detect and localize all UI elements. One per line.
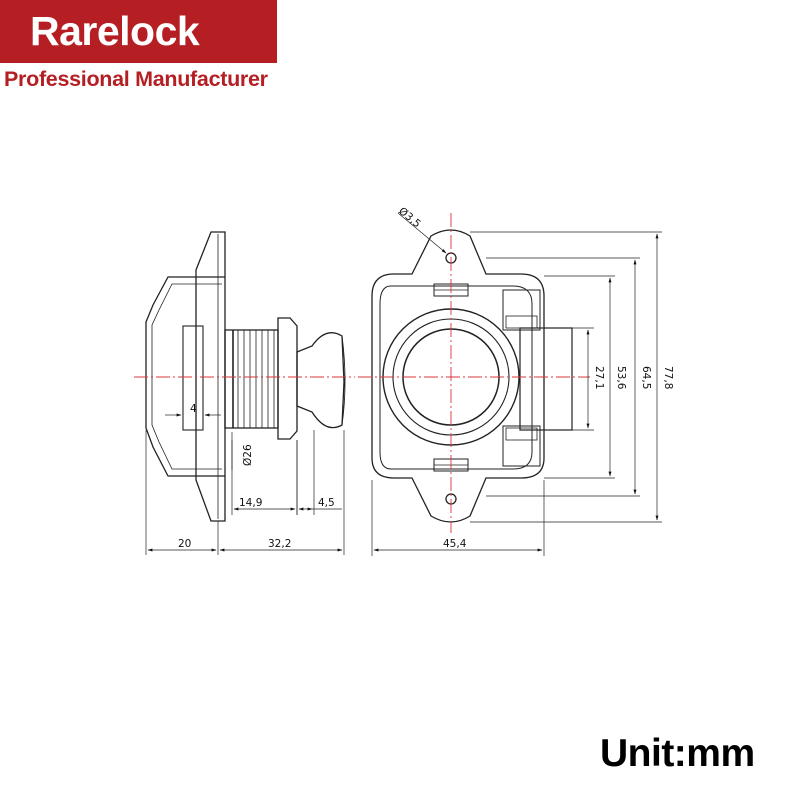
- unit-label: Unit:mm: [600, 732, 755, 775]
- front-view: [371, 229, 573, 523]
- dim-45-4: 45,4: [443, 538, 467, 550]
- front-latch-top: [502, 289, 541, 331]
- dim-14-9: 14,9: [239, 497, 262, 509]
- dim-27-1: 27,1: [593, 366, 605, 389]
- brand-logo: Rarelock: [0, 0, 277, 63]
- dim-64-5: 64,5: [640, 366, 652, 389]
- front-latch-bolt: [519, 327, 573, 431]
- dim-diameter-26: Ø26: [242, 444, 254, 466]
- front-outline: [371, 229, 545, 523]
- dim-32-2: 32,2: [268, 538, 291, 550]
- front-latch-bottom: [502, 425, 541, 467]
- brand-tagline: Professional Manufacturer: [4, 67, 268, 91]
- dim-20: 20: [178, 538, 191, 550]
- side-dimensions: [145, 413, 345, 555]
- front-dimensions: [371, 212, 662, 556]
- dim-hole-3-5: Ø3,5: [396, 205, 423, 230]
- dim-4-5: 4,5: [318, 497, 335, 509]
- brand-name: Rarelock: [30, 8, 200, 54]
- side-flange: [195, 231, 226, 522]
- side-body: [145, 276, 225, 477]
- side-knob: [296, 332, 345, 429]
- dim-77-8: 77,8: [662, 366, 674, 389]
- dim-53-6: 53,6: [615, 366, 627, 390]
- side-collar: [277, 317, 298, 440]
- side-view: [145, 231, 346, 522]
- dim-4: 4: [190, 403, 197, 415]
- side-slot: [182, 325, 204, 431]
